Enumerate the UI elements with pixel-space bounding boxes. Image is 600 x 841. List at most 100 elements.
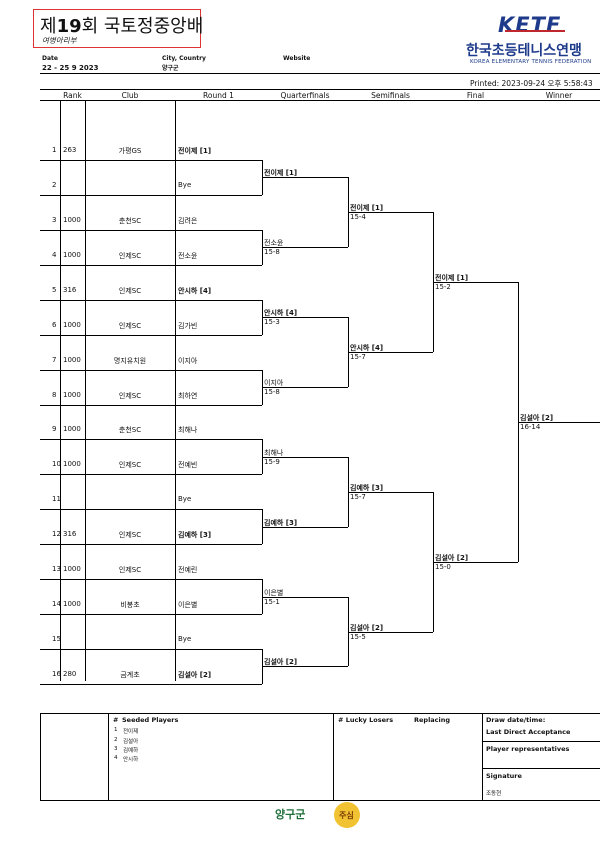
qf-score: 15-3 [264,318,280,327]
player-rank: 280 [63,669,77,678]
sf-player: 안시하 [4] [350,344,384,353]
org-name-en: KOREA ELEMENTARY TENNIS FEDERATION [470,59,592,65]
player-club: 명지유치원 [113,356,147,365]
signature-label: Signature [486,772,522,780]
player-rank: 1000 [63,460,81,469]
winner-score: 16-14 [520,422,541,431]
row-rule [40,683,262,685]
draw-number: 6 [52,320,57,329]
draw-number: 16 [52,669,61,678]
draw-number: 14 [52,600,61,609]
draw-number: 8 [52,390,57,399]
player-rank: 1000 [63,355,81,364]
draw-number: 2 [52,180,57,189]
ketf-logo: KETF [498,13,562,37]
qf-player: 김설아 [2] [264,658,298,667]
round1-player: 전예빈 [178,461,198,470]
qf-line [262,317,348,319]
seeded-hash: # [113,716,119,724]
last-direct-label: Last Direct Acceptance [486,728,571,736]
qf-player: 안시하 [4] [264,309,298,318]
sf-score: 15-7 [350,492,366,501]
col-rank: Rank [63,91,82,100]
city-value: 양구군 [162,65,179,72]
draw-number: 13 [52,565,61,574]
col-final: Final [466,91,485,100]
info-divider [108,713,109,800]
final-score: 15-2 [435,283,451,292]
draw-number: 3 [52,215,57,224]
final-line [433,282,518,284]
player-club: 인제SC [118,286,142,295]
round1-player: 김설아 [2] [178,670,212,679]
round1-player: 전소윤 [178,251,198,260]
draw-date-label: Draw date/time: [486,716,546,724]
final-player: 김설아 [2] [435,553,469,562]
header-rule [40,73,600,74]
round1-player: 김려은 [178,216,198,225]
seeded-name: 김예하 [123,748,139,754]
seeded-no: 2 [114,737,118,743]
qf-line [262,456,348,458]
info-bottom-rule [40,800,600,801]
round1-player: 최하연 [178,391,198,400]
player-rank: 1000 [63,600,81,609]
info-row-rule [482,741,600,742]
seeded-name: 김설아 [123,739,139,745]
qf-player: 최해나 [264,448,284,457]
qf-score: 15-8 [264,388,280,397]
printed-timestamp: Printed: 2023-09-24 오후 5:58:43 [470,79,593,88]
player-rank: 1000 [63,425,81,434]
round1-player: 이은별 [178,601,198,610]
info-top-rule [40,713,600,714]
round1-player: 김예하 [3] [178,531,212,540]
col-quarterfinals: Quarterfinals [280,91,330,100]
round1-player: 김가빈 [178,321,198,330]
sf-line [348,212,433,214]
player-club: 인제SC [118,531,142,540]
sf-player: 전이제 [1] [350,204,384,213]
info-divider [482,713,483,800]
round1-player: Bye [178,495,192,504]
col-round1: Round 1 [203,91,234,100]
player-rank: 1000 [63,565,81,574]
row-rule [40,474,262,476]
player-club: 인제SC [118,566,142,575]
qf-score: 15-9 [264,457,280,466]
round1-player: Bye [178,180,192,189]
bracket-connector [348,456,349,527]
sf-line [348,491,433,493]
seeded-no: 3 [114,746,118,752]
player-rank: 316 [63,530,77,539]
date-label: Date [42,55,58,62]
row-rule [40,160,262,161]
player-rank: 263 [63,146,77,154]
qf-line [262,177,348,179]
date-value: 22 - 25 9 2023 [42,64,99,72]
row-rule [40,614,262,616]
col-winner: Winner [545,91,573,100]
final-player: 전이제 [1] [435,274,469,283]
draw-number: 11 [52,495,61,504]
tournament-title: 제19회 국토정중앙배 [40,16,204,37]
qf-line [262,247,348,249]
bracket-connector [348,177,349,248]
qf-player: 김예하 [3] [264,518,298,527]
row-rule [40,404,262,406]
row-rule [40,439,262,441]
row-rule [40,509,262,511]
table-divider [85,100,86,681]
player-club: 춘천SC [118,216,142,225]
signer-name: 조동현 [486,791,502,797]
final-line [433,561,518,563]
draw-number: 15 [52,635,61,644]
draw-number: 12 [52,530,61,539]
draw-number: 4 [52,250,57,259]
qf-score: 15-1 [264,597,280,606]
row-rule [40,544,262,546]
player-club: 춘천SC [118,426,142,435]
qf-player: 이은별 [264,588,284,597]
round1-player: 전이제 [1] [178,147,212,155]
player-rank: 1000 [63,215,81,224]
row-rule [40,299,262,301]
